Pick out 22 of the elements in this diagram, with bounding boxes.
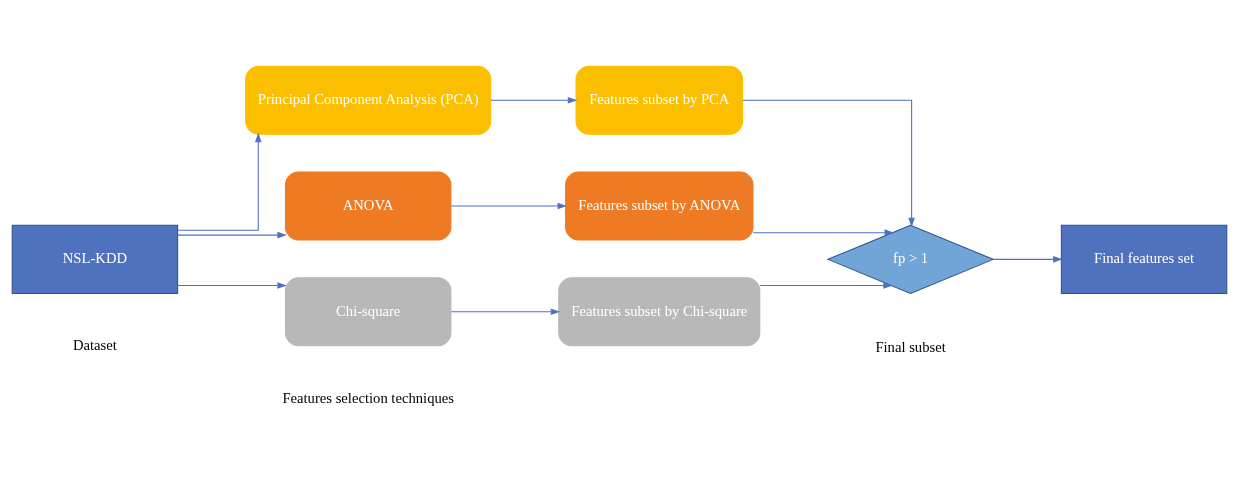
node-box: ANOVA <box>284 171 452 241</box>
node-box: Features subset by ANOVA <box>565 171 754 241</box>
node-box: NSL-KDD <box>11 224 179 294</box>
label: Features selection techniques <box>282 389 454 406</box>
arrow <box>752 229 894 236</box>
arrow <box>759 282 893 289</box>
arrow <box>177 231 287 239</box>
node-box: Features subset by Chi-square <box>558 277 761 347</box>
node-box: Principal Component Analysis (PCA) <box>245 65 492 135</box>
node-box: Chi-square <box>284 277 452 347</box>
arrow <box>490 96 578 104</box>
arrow <box>993 256 1063 263</box>
arrow <box>742 99 915 228</box>
arrow <box>450 202 567 210</box>
label: Dataset <box>72 337 117 354</box>
arrow <box>450 308 561 316</box>
label: Final subset <box>875 339 946 356</box>
arrow <box>177 282 287 289</box>
arrow <box>177 132 262 231</box>
node-box: Features subset by PCA <box>575 65 744 135</box>
node-diamond: fp > 1 <box>826 224 995 294</box>
node-box: Final features set <box>1060 224 1228 294</box>
